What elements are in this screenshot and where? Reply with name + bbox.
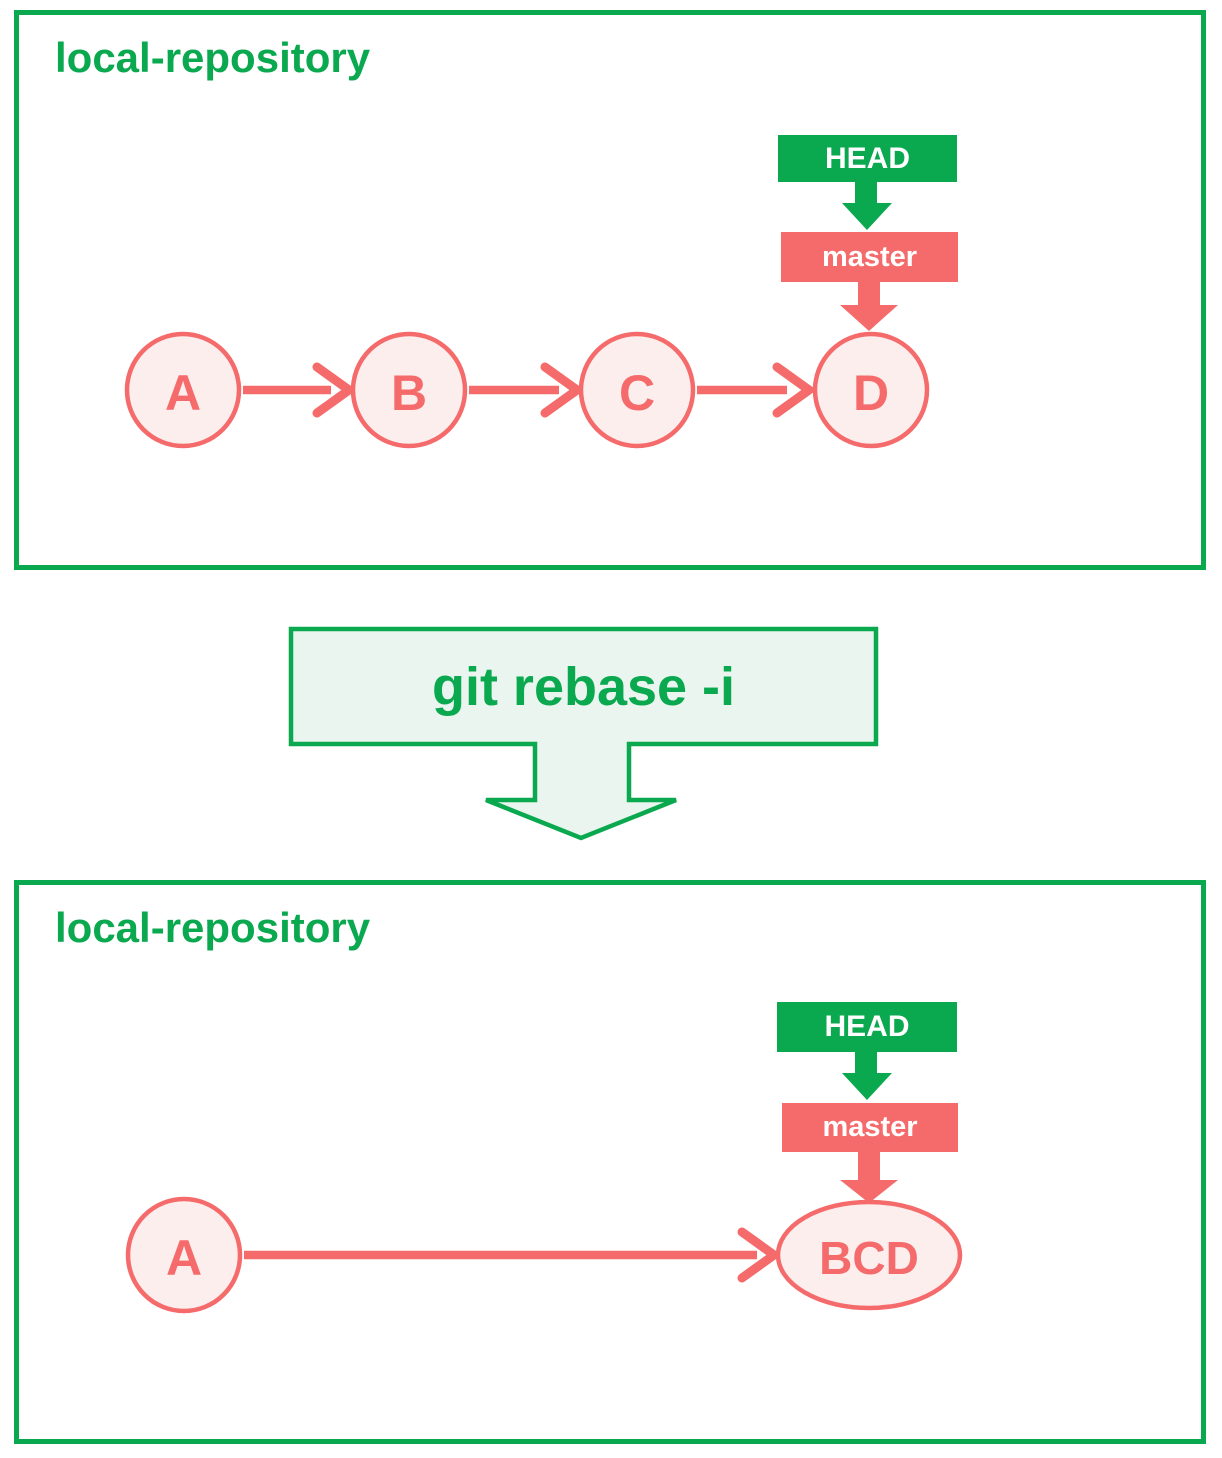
rebase-callout-shape — [288, 626, 879, 841]
head-badge-label: HEAD — [824, 1010, 910, 1043]
commit-edge-b-c — [469, 362, 585, 418]
head-badge: HEAD — [777, 1002, 957, 1052]
commit-label: A — [165, 365, 201, 421]
commit-node-d: D — [812, 331, 930, 449]
head-to-master-arrow-icon — [842, 1052, 892, 1100]
arrow-head-icon — [772, 362, 817, 418]
panel-title: local-repository — [55, 34, 371, 81]
commit-edge-c-d — [697, 362, 817, 418]
rebase-down-arrow-icon — [288, 626, 879, 841]
panel-title: local-repository — [55, 904, 371, 951]
commit-node-b: B — [350, 331, 468, 449]
commit-node-c: C — [578, 331, 696, 449]
arrow-head-icon — [737, 1227, 782, 1283]
local-repository-panel-before: local-repository A B C — [14, 10, 1206, 570]
commit-label: A — [166, 1230, 202, 1286]
commit-node-a: A — [125, 1196, 243, 1314]
commit-graph-before: A B C D — [124, 182, 930, 449]
master-to-commit-arrow-icon — [840, 282, 898, 331]
arrow-head-icon — [540, 362, 585, 418]
commit-label: B — [391, 365, 427, 421]
head-badge-label: HEAD — [824, 141, 910, 175]
local-repository-panel-after: local-repository A BCD HEAD master — [14, 880, 1206, 1444]
master-badge-label: master — [822, 1111, 918, 1143]
head-to-master-arrow-icon — [842, 182, 892, 230]
commit-node-bcd: BCD — [775, 1199, 963, 1311]
commit-node-a: A — [124, 331, 242, 449]
commit-label: D — [853, 365, 889, 421]
commit-label: BCD — [819, 1232, 919, 1284]
commit-edge-a-bcd — [244, 1227, 782, 1283]
master-badge: master — [782, 1103, 958, 1152]
master-badge-label: master — [821, 240, 918, 273]
commit-edge-a-b — [243, 362, 357, 418]
head-badge: HEAD — [778, 135, 957, 182]
master-badge: master — [781, 232, 958, 282]
commit-label: C — [619, 365, 655, 421]
arrow-head-icon — [312, 362, 357, 418]
commit-graph-after: A BCD — [125, 1052, 963, 1314]
rebase-command: git rebase -i — [431, 656, 736, 717]
master-to-commit-arrow-icon — [840, 1152, 898, 1203]
